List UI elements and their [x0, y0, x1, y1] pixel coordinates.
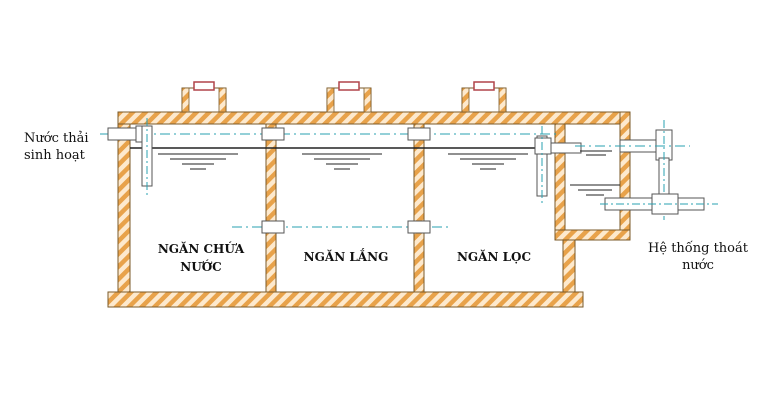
partition-2-pipe-top	[407, 127, 431, 141]
chamber-3-label: NGĂN LỌC	[430, 248, 558, 266]
tank-base	[107, 291, 584, 308]
manhole-2	[326, 81, 372, 113]
outlet-label-line2: nước	[682, 258, 714, 273]
chamber-1-label-line1: NGĂN CHỨA	[157, 242, 245, 256]
outlet-box-right-wall	[619, 111, 631, 239]
inlet-label-line2: sinh hoạt	[24, 148, 85, 163]
partition-1	[265, 123, 277, 293]
chamber-1-label: NGĂN CHỨA NƯỚC	[140, 240, 262, 276]
chamber-1-label-line2: NƯỚC	[180, 260, 222, 274]
water-surface-marks-2	[302, 153, 382, 170]
chamber-2-label: NGĂN LẮNG	[282, 248, 410, 266]
inlet-label: Nước thải sinh hoạt	[24, 130, 89, 164]
manhole-1	[181, 81, 227, 113]
inlet-pipe	[107, 118, 153, 195]
chamber-2-label-text: NGĂN LẮNG	[303, 250, 389, 264]
drain-pipe-horizontal	[600, 193, 718, 215]
partition-2-pipe-bottom	[407, 220, 431, 234]
outlet-pipe	[534, 126, 582, 205]
tank-roof	[117, 111, 631, 125]
outlet-box-bottom	[554, 229, 631, 241]
outlet-box-left-wall	[554, 123, 566, 239]
outlet-box-water-marks	[570, 150, 620, 196]
water-surface-marks-1	[158, 153, 238, 170]
partition-1-pipe-top	[261, 127, 285, 141]
chamber-3-label-text: NGĂN LỌC	[456, 250, 532, 264]
tank-right-wall	[562, 237, 576, 293]
tank-left-wall	[117, 123, 131, 293]
inlet-label-line1: Nước thải	[24, 131, 89, 146]
manhole-3	[461, 81, 507, 113]
partition-1-pipe-bottom	[261, 220, 285, 234]
outlet-label: Hệ thống thoát nước	[643, 240, 753, 274]
outlet-label-line1: Hệ thống thoát	[648, 241, 748, 256]
water-surface-marks-3	[448, 153, 528, 170]
partition-2	[413, 123, 425, 293]
